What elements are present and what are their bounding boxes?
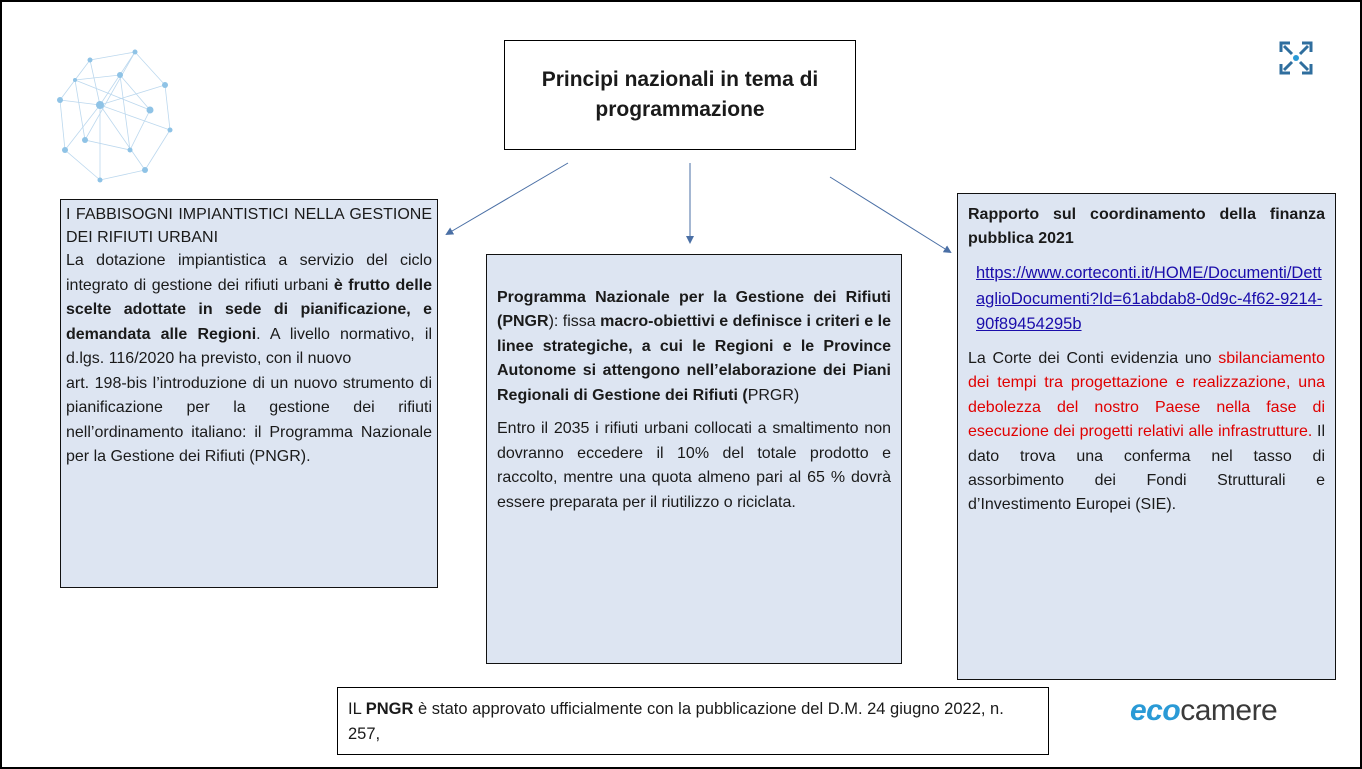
right-card-link-wrap: https://www.corteconti.it/HOME/Documenti…: [968, 261, 1325, 338]
left-card-text: La dotazione impiantistica a servizio de…: [66, 252, 432, 294]
network-globe-icon: [57, 49, 173, 183]
pngr-approval-note: IL PNGR è stato approvato ufficialmente …: [337, 687, 1049, 755]
left-card-heading: I FABBISOGNI IMPIANTISTICI NELLA GESTION…: [66, 206, 432, 247]
left-card-text-tail: . A livello normativo, il d.lgs. 116/202…: [66, 325, 432, 368]
expand-arrows-icon: [1279, 41, 1313, 75]
center-card-text-1: ): fissa: [548, 313, 601, 331]
left-card-paragraph-1: La dotazione impiantistica a servizio de…: [66, 249, 432, 371]
arrow-to-left-card: [445, 162, 569, 236]
right-card-highlight: sbilanciamento dei tempi tra progettazio…: [968, 349, 1325, 441]
card-fabbisogni-impiantistici: I FABBISOGNI IMPIANTISTICI NELLA GESTION…: [60, 199, 438, 588]
left-card-emphasis: è frutto delle scelte adottate in sede d…: [66, 276, 432, 343]
logo-camere: camere: [1180, 694, 1278, 727]
center-card-paragraph-1: Programma Nazionale per la Gestione dei …: [497, 286, 891, 408]
left-card-paragraph-2: art. 198-bis l’introduzione di un nuovo …: [66, 374, 432, 466]
ecocamere-logo: ecocamere: [1130, 694, 1278, 728]
note-emphasis: PNGR: [365, 700, 414, 718]
page-title: Principi nazionali in tema di programmaz…: [541, 67, 819, 121]
card-rapporto-corte-conti: Rapporto sul coordinamento della finanza…: [957, 193, 1336, 680]
center-card-emphasis-2: macro-obiettivi e definisce i criteri e …: [497, 313, 891, 404]
right-card-text-2: Il dato trova una conferma nel tasso di …: [968, 423, 1325, 514]
logo-eco: eco: [1130, 694, 1181, 727]
right-card-heading: Rapporto sul coordinamento della finanza…: [968, 206, 1325, 248]
right-card-text-1: La Corte dei Conti evidenzia uno: [968, 349, 1219, 367]
connector-arrows: [445, 162, 952, 254]
title-box: Principi nazionali in tema di programmaz…: [504, 40, 856, 150]
arrow-to-right-card: [829, 176, 952, 254]
note-text-2: è stato approvato ufficialmente con la p…: [348, 700, 1004, 743]
center-card-paragraph-2: Entro il 2035 i rifiuti urbani collocati…: [497, 420, 891, 511]
corteconti-link[interactable]: https://www.corteconti.it/HOME/Documenti…: [976, 263, 1323, 334]
card-pngr: Programma Nazionale per la Gestione dei …: [486, 254, 902, 664]
center-card-text-2: PRGR): [747, 386, 800, 404]
center-card-emphasis-1: Programma Nazionale per la Gestione dei …: [497, 289, 891, 331]
note-text-1: IL: [348, 700, 366, 718]
right-card-paragraph: La Corte dei Conti evidenzia uno sbilanc…: [968, 347, 1325, 518]
